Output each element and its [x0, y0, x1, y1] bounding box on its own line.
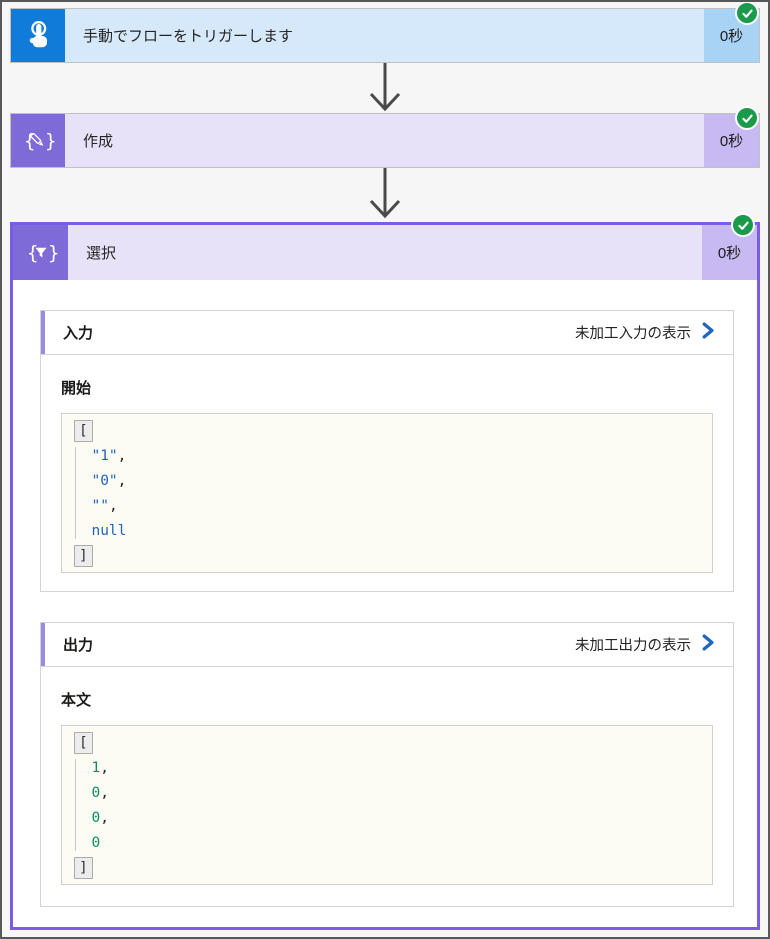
manual-trigger-touch-icon [11, 9, 65, 62]
code-line: 0, [91, 785, 109, 801]
section-accent-bar [41, 623, 45, 666]
output-field-label: 本文 [61, 692, 92, 709]
action-node-compose[interactable]: { } 作成 0秒 [10, 106, 760, 168]
braces-pencil-icon: { } [11, 114, 65, 167]
input-section: 入力 未加工入力の表示 開始 [ "1", "0", "", null] [40, 310, 734, 592]
connector-arrow-icon [361, 63, 409, 118]
code-line: "0", [91, 473, 127, 489]
output-section: 出力 未加工出力の表示 本文 [ 1, 0, 0, 0] [40, 622, 734, 907]
chevron-right-icon [702, 634, 715, 655]
compose-node-title: 作成 [65, 114, 704, 167]
select-success-check-icon [731, 213, 755, 237]
code-line: 0 [91, 835, 101, 851]
code-line: ] [74, 544, 700, 569]
trigger-node-manual[interactable]: 手動でフローをトリガーします 0秒 [10, 2, 760, 63]
code-line: [ [74, 419, 700, 444]
indent-guide-line [75, 447, 76, 539]
output-section-content: 本文 [ 1, 0, 0, 0] [41, 667, 733, 905]
section-accent-bar [41, 311, 45, 354]
trigger-success-check-icon [735, 2, 759, 25]
code-line: "1", [91, 448, 127, 464]
svg-text:}: } [45, 131, 56, 152]
code-line: null [91, 523, 127, 539]
input-section-content: 開始 [ "1", "0", "", null] [41, 355, 733, 593]
code-line: ] [74, 856, 700, 881]
compose-success-check-icon [735, 106, 759, 130]
show-raw-inputs-link[interactable]: 未加工入力の表示 [575, 322, 715, 343]
select-node-header[interactable]: { } 選択 0秒 [13, 225, 757, 280]
show-raw-inputs-label: 未加工入力の表示 [575, 326, 691, 342]
chevron-right-icon [702, 322, 715, 343]
select-node-title: 選択 [68, 225, 702, 280]
input-section-title: 入力 [63, 325, 94, 342]
input-field-label: 開始 [61, 380, 92, 397]
input-section-header: 入力 未加工入力の表示 [41, 311, 733, 355]
input-json-viewer: [ "1", "0", "", null] [61, 413, 713, 573]
output-json-viewer: [ 1, 0, 0, 0] [61, 725, 713, 885]
action-card-select: { } 選択 0秒 入力 未加工入力の表示 開始 [10, 213, 760, 930]
trigger-node-title: 手動でフローをトリガーします [65, 9, 704, 62]
code-line: 0, [91, 810, 109, 826]
svg-text:{: { [26, 243, 38, 264]
braces-filter-icon: { } [13, 225, 68, 280]
code-line: [ [74, 731, 700, 756]
code-line: "", [91, 498, 118, 514]
show-raw-outputs-link[interactable]: 未加工出力の表示 [575, 634, 715, 655]
code-line: 1, [91, 760, 109, 776]
connector-arrow-icon [361, 168, 409, 225]
indent-guide-line [75, 759, 76, 851]
svg-text:{: { [24, 131, 36, 152]
output-section-header: 出力 未加工出力の表示 [41, 623, 733, 667]
show-raw-outputs-label: 未加工出力の表示 [575, 638, 691, 654]
output-section-title: 出力 [63, 637, 94, 654]
svg-text:}: } [47, 243, 58, 264]
